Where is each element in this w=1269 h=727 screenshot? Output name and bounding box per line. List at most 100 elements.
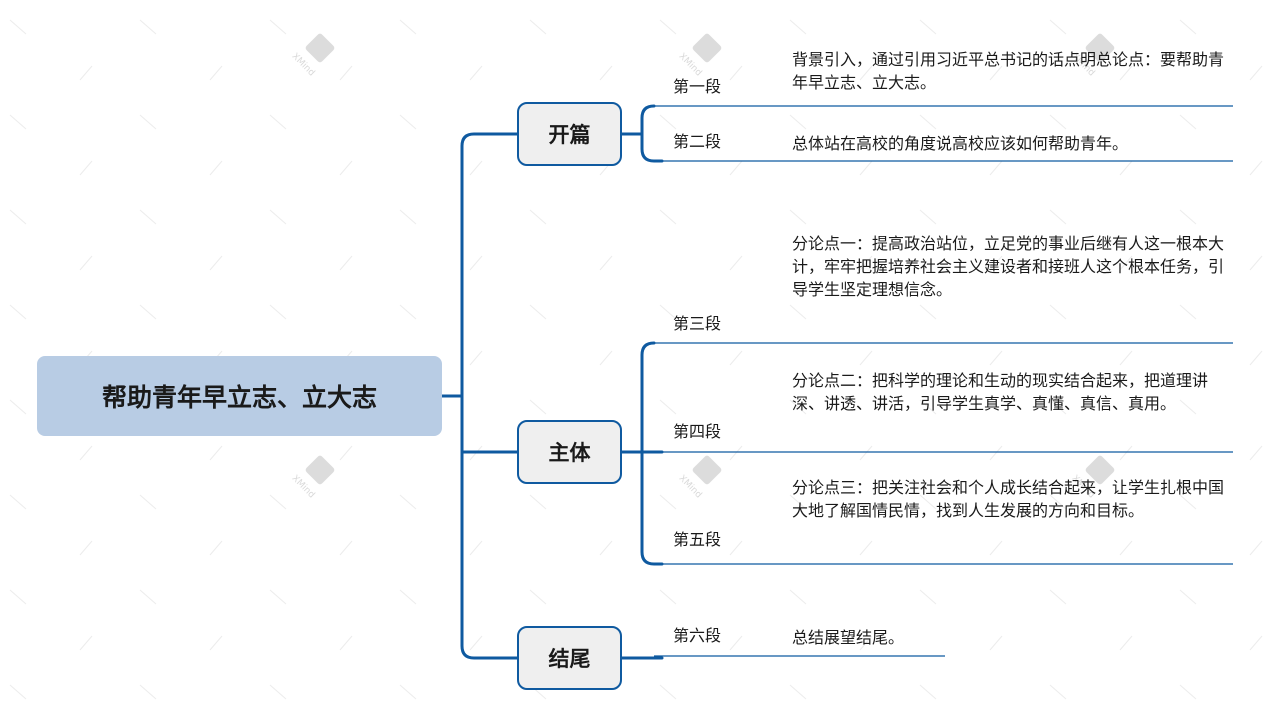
watermark-tick: [469, 635, 483, 651]
watermark-tick: [9, 494, 27, 510]
watermark-tick: [859, 160, 873, 176]
watermark-tick: [729, 255, 743, 271]
watermark-tick: [789, 209, 807, 225]
watermark-tick: [789, 684, 807, 700]
watermark-tick: [9, 589, 27, 605]
watermark-tick: [859, 350, 873, 366]
watermark-tick: [989, 65, 1003, 81]
watermark-tick: [789, 304, 807, 320]
segment-text-6[interactable]: 总结展望结尾。: [792, 628, 905, 647]
watermark-tick: [789, 399, 807, 415]
watermark-tick: [1249, 255, 1263, 271]
watermark-tick: [859, 635, 873, 651]
watermark-tick: [1119, 350, 1133, 366]
watermark-tick: [1119, 540, 1133, 556]
watermark-tick: [209, 255, 223, 271]
watermark-tick: [9, 304, 27, 320]
branch-zhuti[interactable]: 主体: [517, 420, 622, 484]
watermark-tick: [399, 684, 417, 700]
watermark-tick: [269, 114, 287, 130]
segment-label-2[interactable]: 第二段: [673, 132, 722, 151]
watermark-tick: [789, 114, 807, 130]
watermark-tick: [1249, 350, 1263, 366]
watermark-tick: [9, 19, 27, 35]
watermark-tick: [1179, 209, 1197, 225]
watermark-tick: [1179, 114, 1197, 130]
segment-text-5[interactable]: 分论点三：把关注社会和个人成长结合起来，让学生扎根中国大地了解国情民情，找到人生…: [792, 478, 1225, 520]
watermark-tick: [659, 684, 677, 700]
watermark-tick: [789, 589, 807, 605]
watermark-tick: [1249, 540, 1263, 556]
root-topic[interactable]: 帮助青年早立志、立大志: [37, 356, 442, 436]
watermark-tick: [79, 255, 93, 271]
segment-text-2[interactable]: 总体站在高校的角度说高校应该如何帮助青年。: [792, 134, 1129, 153]
watermark-tick: [9, 114, 27, 130]
connector-kaipian: [620, 104, 664, 163]
watermark-tick: [399, 114, 417, 130]
watermark-tick: [1179, 19, 1197, 35]
watermark-tick: [1049, 304, 1067, 320]
watermark-tick: [1249, 445, 1263, 461]
watermark-tick: [399, 589, 417, 605]
segment-label-5[interactable]: 第五段: [673, 530, 722, 549]
watermark-tick: [659, 19, 677, 35]
watermark-tick: [859, 65, 873, 81]
branch-jiewei[interactable]: 结尾: [517, 626, 622, 690]
watermark-tick: [139, 209, 157, 225]
watermark-tick: [729, 350, 743, 366]
segment-label-3[interactable]: 第三段: [673, 314, 722, 333]
watermark-tick: [789, 494, 807, 510]
watermark-tick: [469, 65, 483, 81]
watermark-tick: [1179, 589, 1197, 605]
watermark-tick: [139, 494, 157, 510]
watermark-tick: [919, 304, 937, 320]
watermark-tick: [339, 540, 353, 556]
segment-label-6[interactable]: 第六段: [673, 626, 722, 645]
watermark-tick: [599, 350, 613, 366]
watermark-tick: [79, 540, 93, 556]
watermark-tick: [599, 255, 613, 271]
watermark-tick: [399, 19, 417, 35]
watermark-tick: [989, 540, 1003, 556]
watermark-tick: [989, 160, 1003, 176]
watermark-tick: [1049, 209, 1067, 225]
connector-zhuti: [620, 341, 664, 566]
watermark-tick: [79, 160, 93, 176]
watermark-tick: [209, 65, 223, 81]
watermark-tick: [729, 65, 743, 81]
segment-text-1[interactable]: 背景引入，通过引用习近平总书记的话点明总论点：要帮助青年早立志、立大志。: [792, 50, 1225, 92]
watermark-tick: [269, 684, 287, 700]
branch-kaipian[interactable]: 开篇: [517, 102, 622, 166]
segment-label-4[interactable]: 第四段: [673, 422, 722, 441]
watermark-tick: [209, 445, 223, 461]
watermark-tick: [729, 160, 743, 176]
watermark-tick: [529, 209, 547, 225]
watermark-tick: [9, 209, 27, 225]
watermark-tick: [269, 19, 287, 35]
watermark-tick: [529, 589, 547, 605]
watermark-tick: [79, 445, 93, 461]
watermark-tick: [139, 589, 157, 605]
watermark-tick: [469, 160, 483, 176]
segment-text-4[interactable]: 分论点二：把科学的理论和生动的现实结合起来，把道理讲深、讲透、讲活，引导学生真学…: [792, 371, 1209, 413]
watermark-tick: [599, 65, 613, 81]
watermark-tick: [1119, 255, 1133, 271]
watermark-tick: [919, 399, 937, 415]
watermark-tick: [1049, 19, 1067, 35]
segment-text-3[interactable]: 分论点一：提高政治站位，立足党的事业后继有人这一根本大计，牢牢把握培养社会主义建…: [792, 234, 1225, 299]
watermark-tick: [529, 494, 547, 510]
watermark-tick: [1049, 494, 1067, 510]
watermark-tick: [659, 304, 677, 320]
watermark-tick: [659, 589, 677, 605]
watermark-tick: [139, 19, 157, 35]
watermark-tick: [209, 540, 223, 556]
watermark-tick: [529, 304, 547, 320]
watermark-tick: [269, 209, 287, 225]
segment-label-1[interactable]: 第一段: [673, 77, 722, 96]
watermark-tick: [989, 255, 1003, 271]
watermark-tick: [529, 19, 547, 35]
watermark-tick: [919, 114, 937, 130]
watermark-tick: [919, 684, 937, 700]
